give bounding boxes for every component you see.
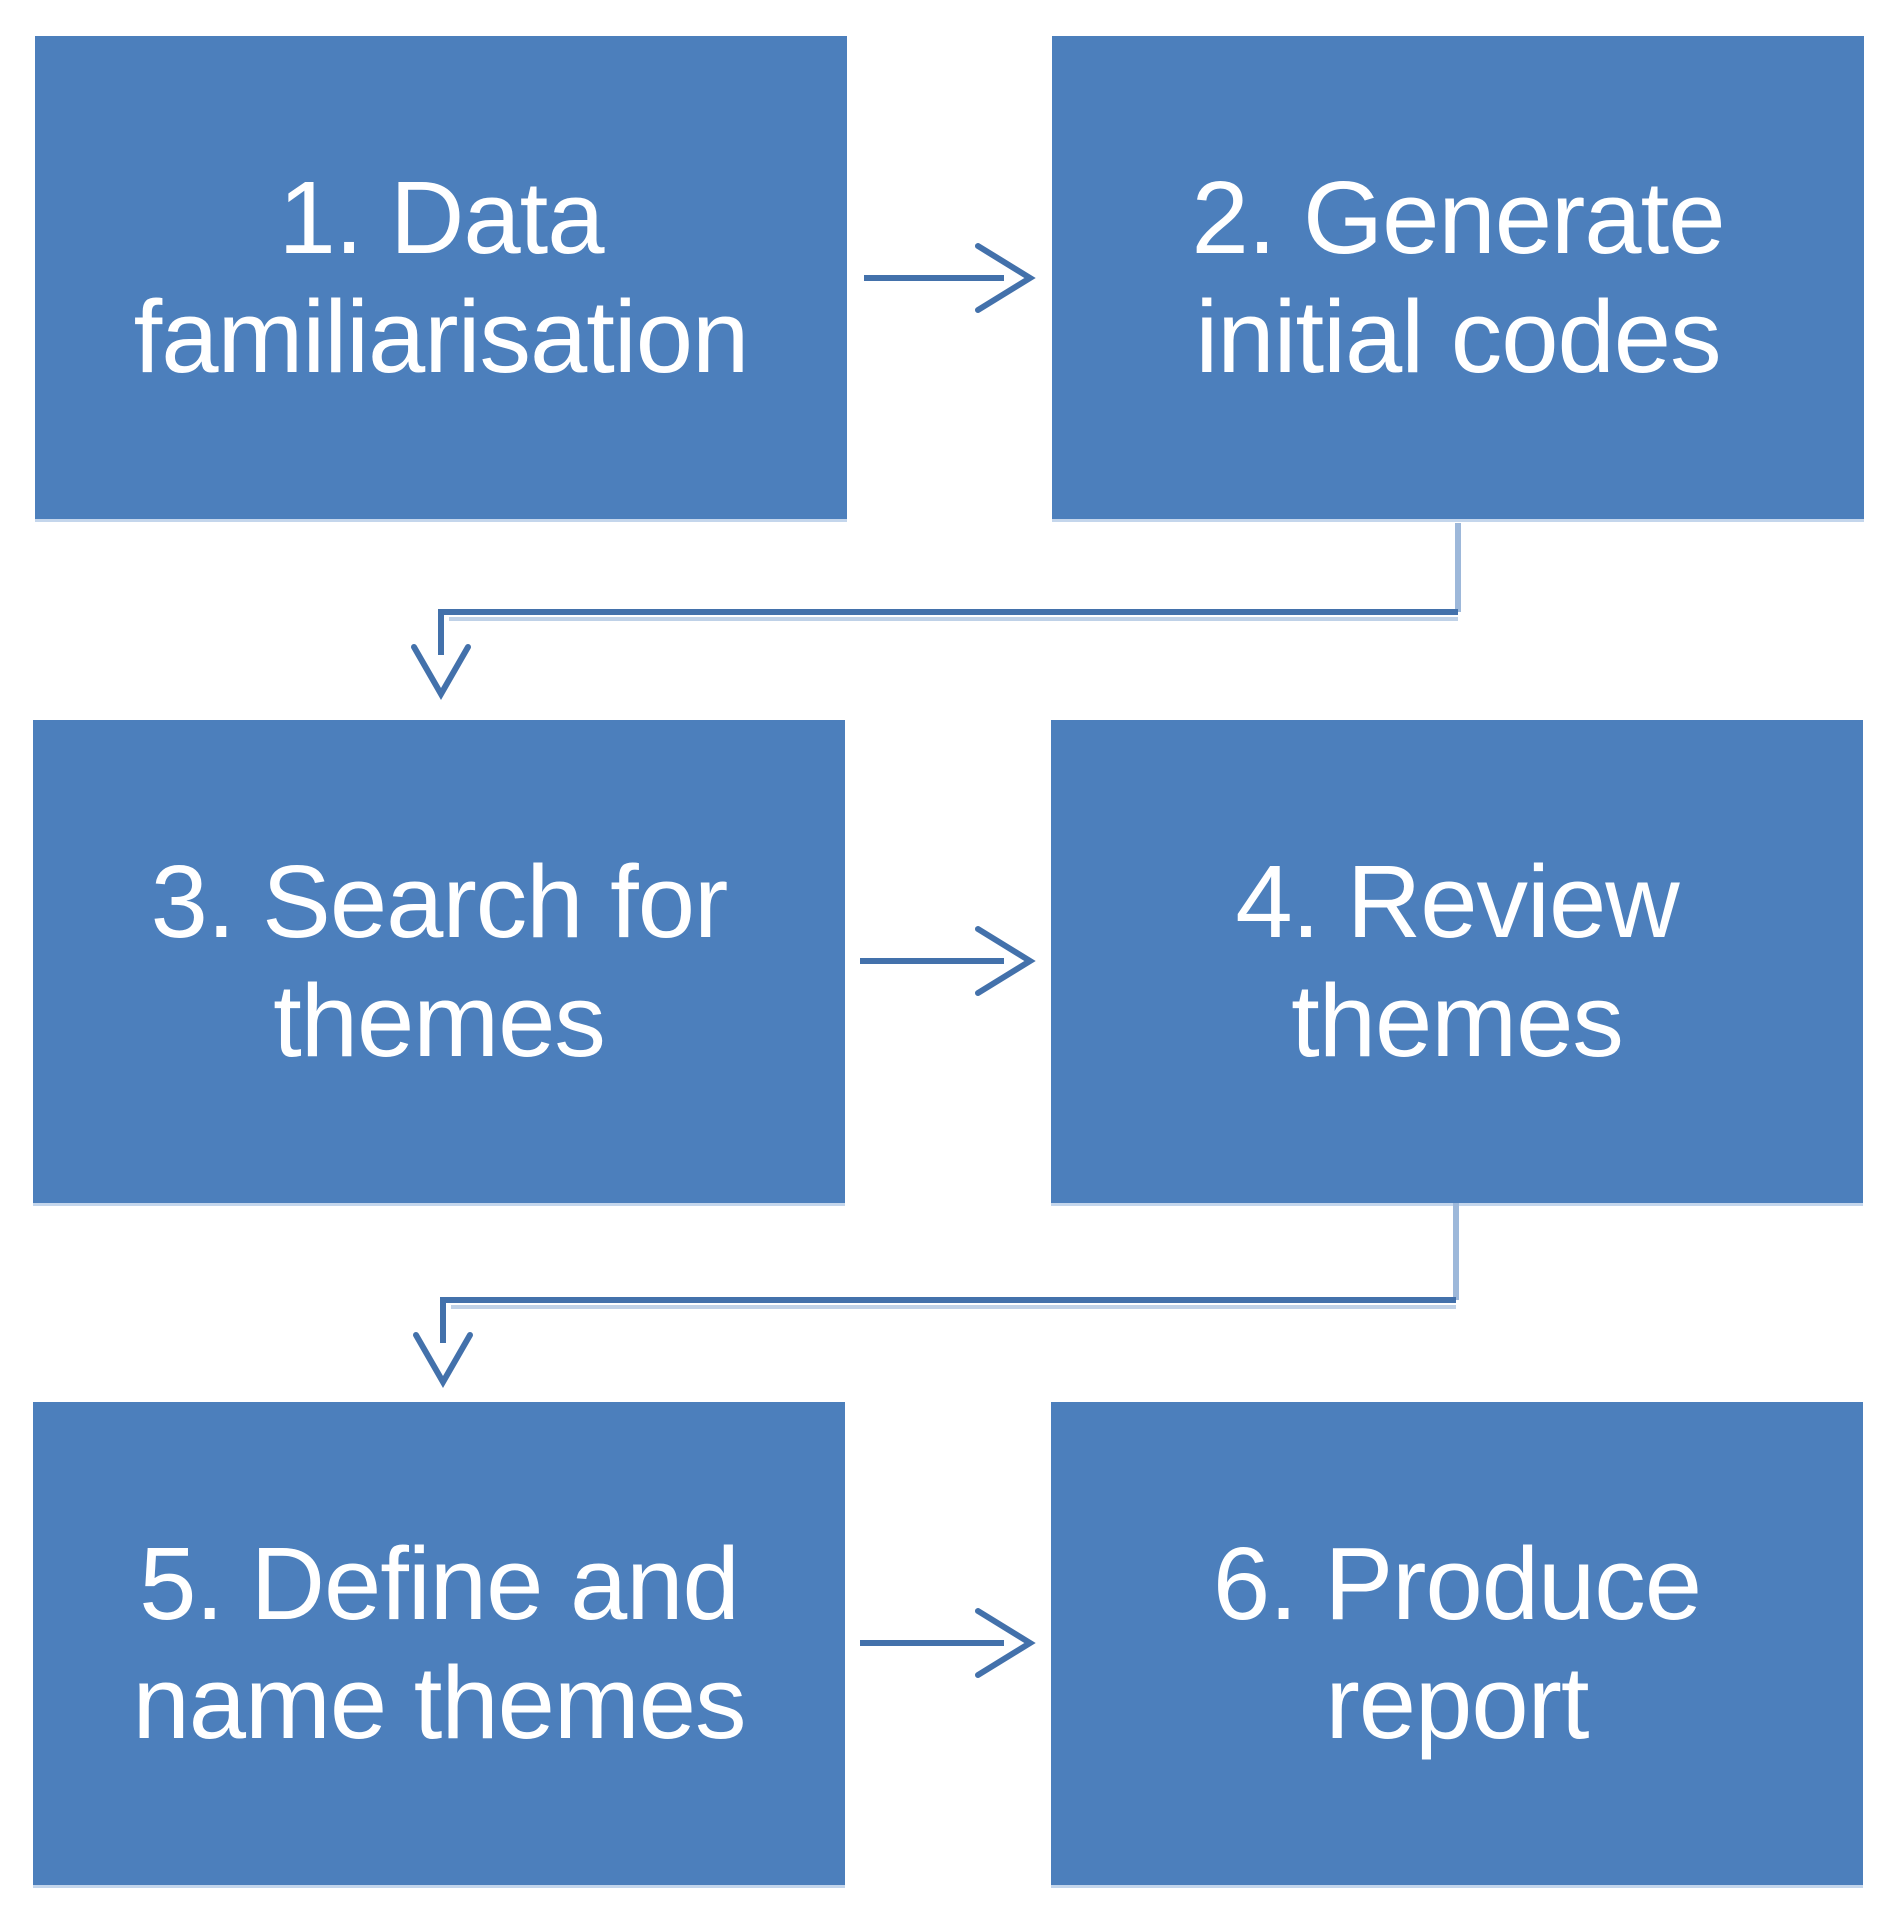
arrow-down-icon [411,644,471,701]
step-box-define-name-themes: 5. Define and name themes [33,1402,845,1885]
step-label: 3. Search for themes [150,844,729,1078]
step-box-generate-initial-codes: 2. Generate initial codes [1052,36,1864,519]
step-box-produce-report: 6. Produce report [1051,1402,1863,1885]
arrow-3-to-4 [860,926,1036,996]
arrow-2-to-3 [411,523,1461,701]
step-box-review-themes: 4. Review themes [1051,720,1863,1203]
step-box-search-for-themes: 3. Search for themes [33,720,845,1203]
step-label: 2. Generate initial codes [1191,160,1726,394]
step-label: 1. Data familiarisation [133,160,750,394]
arrow-5-to-6 [860,1608,1036,1678]
step-label: 5. Define and name themes [132,1526,746,1760]
arrow-down-icon [413,1332,473,1389]
arrow-right-icon [975,926,1036,996]
arrow-4-to-5 [413,1203,1459,1389]
arrow-right-icon [975,243,1036,313]
step-label: 6. Produce report [1212,1526,1702,1760]
step-box-data-familiarisation: 1. Data familiarisation [35,36,847,519]
step-label: 4. Review themes [1235,844,1679,1078]
arrow-1-to-2 [864,243,1036,313]
arrow-right-icon [975,1608,1036,1678]
